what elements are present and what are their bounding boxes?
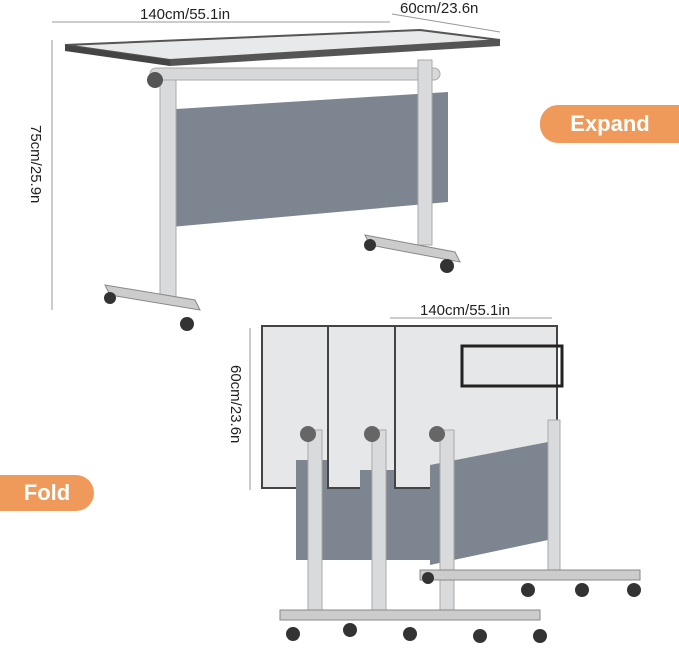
folded-height-label: 60cm/23.6n bbox=[227, 365, 244, 444]
expanded-height-label: 75cm/25.9n bbox=[27, 125, 44, 204]
fold-badge: Fold bbox=[0, 475, 94, 511]
expand-badge: Expand bbox=[540, 105, 679, 143]
folded-tables bbox=[261, 325, 641, 643]
expanded-width-label: 60cm/23.6n bbox=[400, 0, 479, 17]
folded-length-label: 140cm/55.1in bbox=[420, 302, 511, 319]
expanded-length-label: 140cm/55.1in bbox=[140, 6, 231, 23]
dimension-lines bbox=[51, 13, 552, 490]
expanded-table bbox=[64, 28, 501, 331]
